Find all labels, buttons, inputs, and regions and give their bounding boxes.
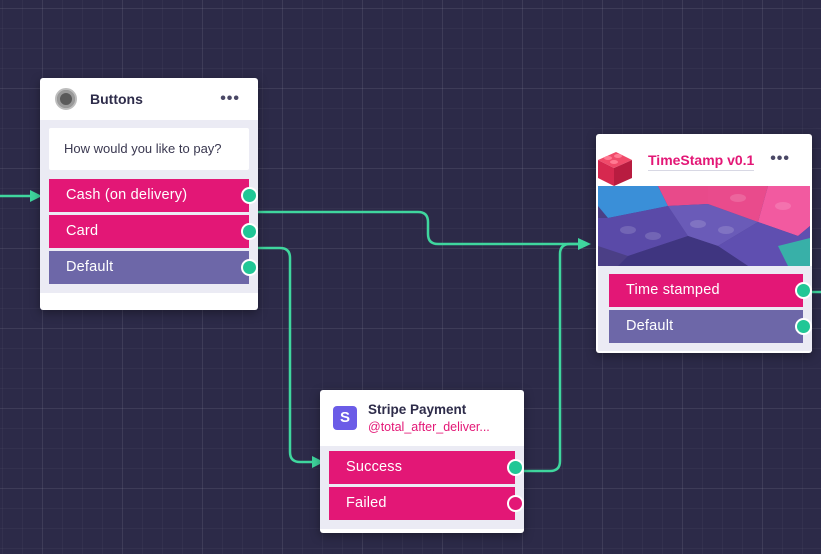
lego-banner-image xyxy=(598,186,810,266)
stripe-node-header[interactable]: S Stripe Payment @total_after_deliver... xyxy=(320,390,524,446)
stripe-node-body: Success Failed xyxy=(320,446,524,529)
arrowhead-timestamp xyxy=(578,238,591,250)
lego-brick-icon xyxy=(598,152,632,186)
buttons-node-body: How would you like to pay? Cash (on deli… xyxy=(40,120,258,293)
option-cash-on-delivery[interactable]: Cash (on delivery) xyxy=(49,179,258,212)
output-port[interactable] xyxy=(241,259,258,276)
node-menu-icon[interactable]: ••• xyxy=(770,150,790,167)
radio-button-icon xyxy=(55,88,77,110)
buttons-node[interactable]: Buttons ••• How would you like to pay? C… xyxy=(40,78,258,310)
option-label: Time stamped xyxy=(626,282,720,298)
connection-cash-to-timestamp xyxy=(250,210,580,246)
option-label: Default xyxy=(626,318,674,334)
timestamp-node-header[interactable]: TimeStamp v0.1 ••• xyxy=(596,134,812,186)
option-time-stamped[interactable]: Time stamped xyxy=(609,274,812,307)
buttons-node-title: Buttons xyxy=(90,91,143,107)
stripe-node-title: Stripe Payment xyxy=(368,402,467,417)
buttons-question-text[interactable]: How would you like to pay? xyxy=(49,128,249,170)
output-port[interactable] xyxy=(795,318,812,335)
option-success[interactable]: Success xyxy=(329,451,524,484)
option-label: Failed xyxy=(346,495,387,511)
output-port[interactable] xyxy=(795,282,812,299)
stripe-node-subtitle: @total_after_deliver... xyxy=(368,420,490,434)
arrowhead-buttons xyxy=(30,190,42,202)
option-default[interactable]: Default xyxy=(609,310,812,343)
option-default[interactable]: Default xyxy=(49,251,258,284)
timestamp-node-title[interactable]: TimeStamp v0.1 xyxy=(648,152,754,171)
connection-card-to-stripe xyxy=(250,246,316,464)
node-menu-icon[interactable]: ••• xyxy=(220,90,240,107)
timestamp-node-body: Time stamped Default xyxy=(598,266,812,351)
output-port[interactable] xyxy=(241,223,258,240)
stripe-s-icon: S xyxy=(333,406,357,430)
arrowhead-stripe xyxy=(312,456,324,468)
timestamp-node[interactable]: TimeStamp v0.1 ••• Time stamped Default xyxy=(596,134,812,353)
stripe-payment-node[interactable]: S Stripe Payment @total_after_deliver...… xyxy=(320,390,524,533)
output-port[interactable] xyxy=(507,495,524,512)
output-port[interactable] xyxy=(241,187,258,204)
buttons-node-header[interactable]: Buttons ••• xyxy=(40,78,258,120)
connection-success-to-timestamp xyxy=(516,242,580,473)
option-card[interactable]: Card xyxy=(49,215,258,248)
output-port[interactable] xyxy=(507,459,524,476)
option-label: Success xyxy=(346,459,403,475)
option-label: Card xyxy=(66,223,99,239)
option-failed[interactable]: Failed xyxy=(329,487,524,520)
option-label: Default xyxy=(66,259,114,275)
option-label: Cash (on delivery) xyxy=(66,187,188,203)
stripe-node-titles: Stripe Payment @total_after_deliver... xyxy=(368,402,490,434)
